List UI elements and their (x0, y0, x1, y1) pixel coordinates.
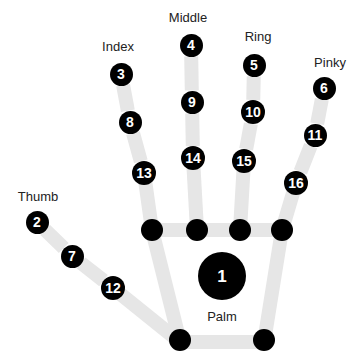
palm-circle: 1 (198, 252, 246, 300)
finger-bone (300, 146, 310, 172)
joint-circle: 5 (243, 54, 266, 77)
part-label: Middle (169, 11, 207, 25)
callout-number: 5 (250, 58, 258, 72)
joint-circle: 6 (313, 77, 336, 100)
callout-number: 10 (245, 105, 261, 119)
part-label: Index (102, 40, 134, 54)
finger-bones (113, 158, 296, 342)
callout-number: 12 (105, 281, 121, 295)
joint-circle: 15 (232, 149, 256, 173)
finger-bone (81, 263, 103, 281)
finger-bone (184, 56, 199, 90)
finger-bone (246, 124, 251, 149)
joint-circle: 7 (61, 245, 84, 268)
joint-circle: 3 (110, 63, 133, 86)
part-label: Palm (207, 310, 237, 324)
callout-number: 8 (126, 115, 134, 129)
callout-number: 15 (236, 154, 252, 168)
joint-circle: 12 (101, 276, 125, 300)
part-label: Pinky (314, 56, 346, 70)
joint-circle: 14 (181, 146, 205, 170)
callout-number: 7 (68, 249, 76, 263)
joint-circle: 16 (284, 171, 308, 195)
finger-bone (246, 76, 261, 100)
joint-circle: 8 (119, 111, 142, 134)
callout-number: 3 (117, 67, 125, 81)
callout-number: 2 (33, 215, 41, 229)
callout-number: 4 (187, 38, 195, 52)
finger-bone (185, 113, 200, 146)
finger-bone (317, 99, 322, 123)
callout-number: 1 (217, 268, 226, 285)
finger-bone (123, 85, 128, 110)
joint-circle: 10 (241, 100, 265, 124)
part-label: Thumb (18, 190, 58, 204)
callout-number: 14 (185, 151, 201, 165)
joint-circle: 2 (26, 211, 49, 234)
callout-number: 16 (288, 176, 304, 190)
callout-number: 11 (308, 128, 323, 142)
joint-circle: 4 (180, 34, 203, 57)
joint-circle: 13 (132, 161, 156, 185)
callout-number: 6 (320, 81, 328, 95)
callout-number: 13 (136, 166, 152, 180)
joint-circle: 9 (181, 91, 204, 114)
joint-circle: 11 (304, 124, 327, 147)
finger-bone (133, 133, 141, 161)
part-label: Ring (245, 30, 272, 44)
finger-bone (45, 230, 64, 248)
joint-dots (141, 219, 293, 351)
callout-number: 9 (188, 95, 196, 109)
